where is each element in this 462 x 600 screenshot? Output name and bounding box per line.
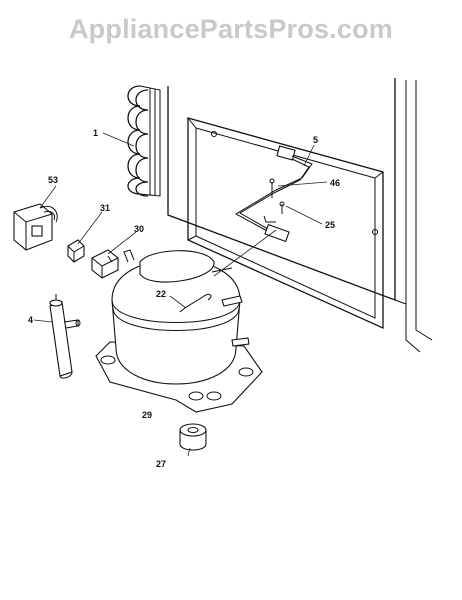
terminal-cover [91, 249, 119, 279]
callout-46: 46 [330, 178, 340, 188]
watermark: AppliancePartsPros.com [68, 14, 393, 44]
callout-22: 22 [156, 289, 166, 299]
condenser-coil [127, 85, 161, 197]
callout-30: 30 [134, 224, 144, 234]
overload-relay [13, 203, 58, 251]
small-connector [67, 239, 85, 263]
callout-25: 25 [325, 220, 335, 230]
drier [49, 294, 81, 379]
callout-31: 31 [100, 203, 110, 213]
callout-27: 27 [156, 459, 166, 469]
wiring-harness [234, 145, 313, 243]
callout-5: 5 [313, 135, 318, 145]
callout-4: 4 [28, 315, 33, 325]
callout-1: 1 [93, 128, 98, 138]
grommet [179, 423, 207, 451]
cabinet-panel [167, 78, 433, 353]
callout-53: 53 [48, 175, 58, 185]
leader-lines [33, 132, 328, 457]
callout-29: 29 [142, 410, 152, 420]
compressor [95, 249, 263, 413]
